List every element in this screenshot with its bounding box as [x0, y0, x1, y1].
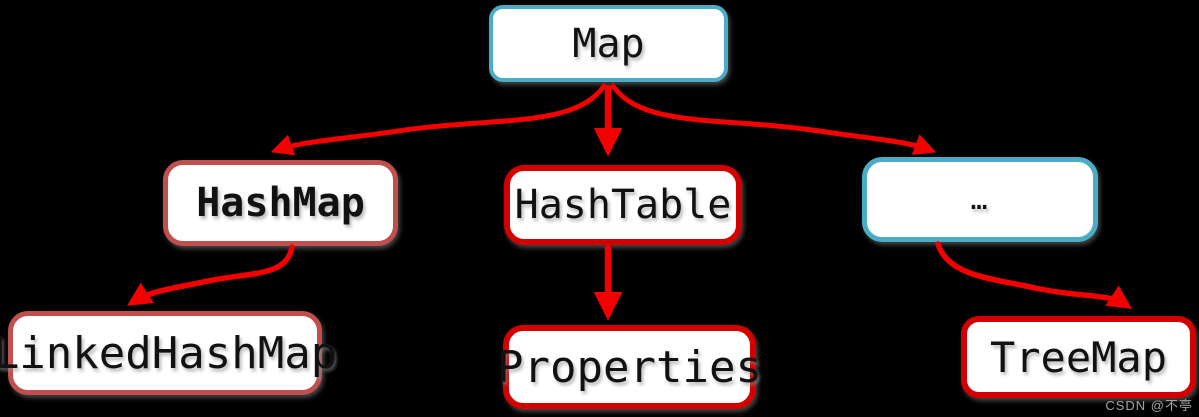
node-treemap: TreeMap — [961, 316, 1196, 398]
node-hashtable: HashTable — [504, 165, 742, 245]
node-linkedhashmap: LinkedHashMap — [0, 311, 337, 395]
node-linkedhashmap-label: LinkedHashMap — [0, 327, 338, 379]
edge-hashmap-linkedhashmap — [126, 244, 295, 306]
node-hashmap: HashMap — [163, 160, 398, 246]
node-map-label: Map — [572, 20, 645, 67]
node-others: … — [862, 157, 1098, 242]
node-properties-label: Properties — [497, 341, 762, 393]
edge-map-others — [610, 83, 937, 155]
edge-map-hashmap — [270, 83, 607, 156]
node-hashtable-label: HashTable — [514, 182, 732, 228]
node-others-label: … — [970, 183, 990, 216]
edge-others-treemap — [935, 241, 1133, 310]
watermark: CSDN @不亭 — [1105, 398, 1193, 413]
node-hashmap-label: HashMap — [196, 180, 365, 226]
node-map: Map — [489, 5, 728, 82]
node-properties: Properties — [497, 325, 762, 409]
node-treemap-label: TreeMap — [989, 332, 1167, 382]
